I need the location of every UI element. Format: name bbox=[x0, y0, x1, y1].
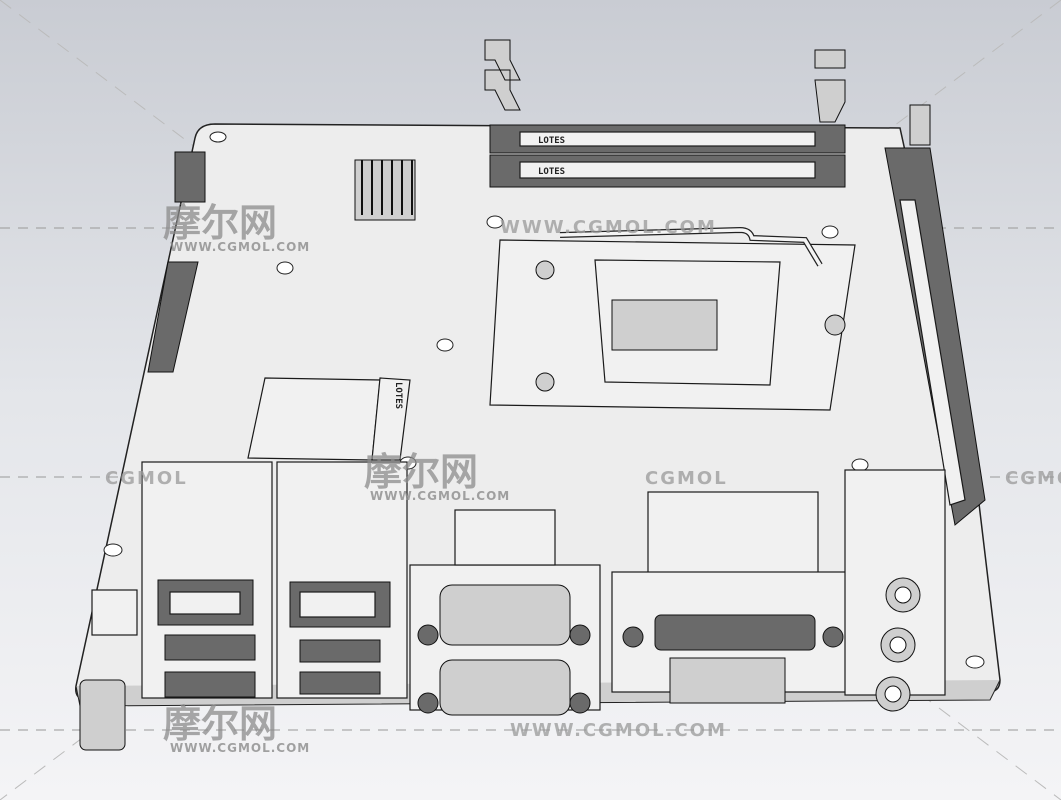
msata-card: LOTES bbox=[247, 377, 411, 461]
watermark-url-2: WWW.CGMOL.COM bbox=[500, 217, 717, 238]
watermark-url-1: WWW.CGMOL.COM bbox=[170, 240, 310, 254]
msata-label: LOTES bbox=[393, 382, 403, 409]
pcie-slot bbox=[884, 104, 986, 526]
watermark-url-3: WWW.CGMOL.COM bbox=[370, 489, 510, 503]
watermark-url-4: WWW.CGMOL.COM bbox=[170, 741, 310, 755]
mounting-holes bbox=[103, 131, 985, 669]
watermark-brand-1: CGMOL bbox=[105, 468, 188, 489]
watermark-brand-2: CGMOL bbox=[645, 468, 728, 489]
watermark-brand-3: CGMOL bbox=[1005, 468, 1061, 489]
pin-headers bbox=[147, 151, 416, 373]
watermark-cn-1: 摩尔网 bbox=[163, 201, 277, 245]
dimm-2-label: LOTES bbox=[538, 167, 565, 177]
io-ports bbox=[79, 461, 946, 751]
dimm-1-label: LOTES bbox=[538, 136, 565, 146]
dimm-slots: LOTES LOTES bbox=[484, 39, 846, 188]
watermarks: 摩尔网 WWW.CGMOL.COM WWW.CGMOL.COM 摩尔网 WWW.… bbox=[105, 201, 1061, 755]
watermark-cn-2: 摩尔网 bbox=[364, 450, 478, 494]
watermark-cn-3: 摩尔网 bbox=[163, 702, 277, 746]
watermark-url-5: WWW.CGMOL.COM bbox=[510, 720, 727, 741]
cpu-socket bbox=[489, 226, 856, 411]
